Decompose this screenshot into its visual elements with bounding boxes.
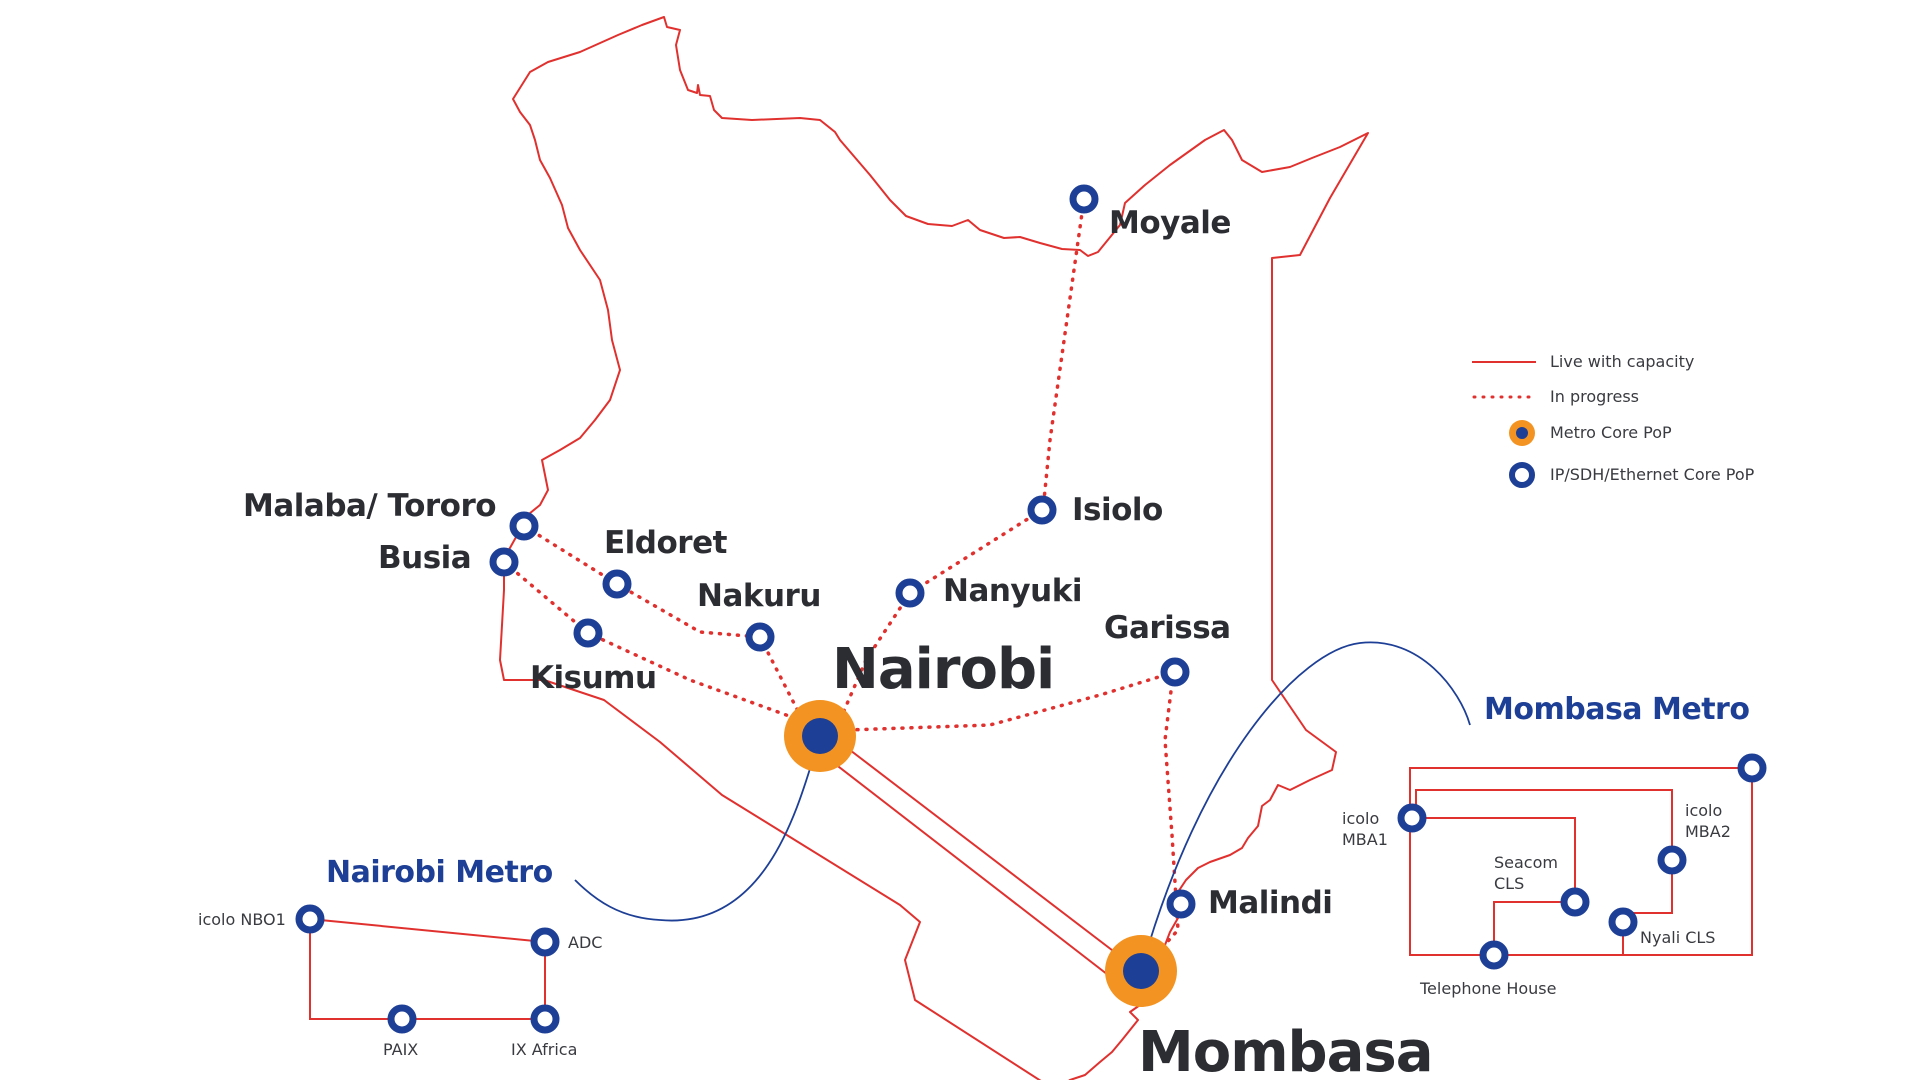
node-adc[interactable] — [530, 927, 560, 957]
label-paix: PAIX — [383, 1040, 419, 1059]
metro-pop-mombasa[interactable] — [1105, 935, 1177, 1007]
label-icolo-mba1: icolo MBA1 — [1342, 808, 1388, 850]
label-malindi: Malindi — [1208, 885, 1333, 921]
mombasa-metro-connector — [1140, 641, 1471, 972]
label-telephone-house: Telephone House — [1420, 979, 1557, 998]
label-nyali-cls: Nyali CLS — [1640, 928, 1716, 947]
label-nakuru: Nakuru — [697, 578, 821, 614]
legend-metro-inner — [1516, 427, 1528, 439]
label-moyale: Moyale — [1109, 205, 1231, 241]
pop-moyale[interactable] — [1069, 184, 1099, 214]
mombasa-metro-network — [1397, 753, 1767, 970]
label-mombasa: Mombasa — [1138, 1020, 1434, 1085]
label-nairobi: Nairobi — [832, 637, 1055, 702]
label-icolo-nbo1: icolo NBO1 — [198, 910, 286, 929]
legend-label-core-pop: IP/SDH/Ethernet Core PoP — [1550, 465, 1755, 484]
label-adc: ADC — [568, 933, 603, 952]
label-icolo-mba2-line2: MBA2 — [1685, 822, 1731, 841]
nairobi-metro-title: Nairobi Metro — [326, 855, 553, 890]
label-malaba: Malaba/ Tororo — [243, 488, 497, 524]
node-icolo-mba1[interactable] — [1397, 803, 1427, 833]
nairobi-metro-network — [295, 904, 560, 1034]
link-nairobi-mombasa-1 — [845, 746, 1126, 961]
label-kisumu: Kisumu — [530, 660, 657, 696]
core-pops — [489, 184, 1196, 919]
label-eldoret: Eldoret — [604, 525, 727, 561]
legend-label-in-progress: In progress — [1550, 387, 1640, 406]
label-isiolo: Isiolo — [1072, 492, 1163, 528]
mombasa-metro-title: Mombasa Metro — [1484, 692, 1750, 727]
pop-garissa[interactable] — [1160, 657, 1190, 687]
node-paix[interactable] — [387, 1004, 417, 1034]
legend-symbols — [1472, 361, 1538, 488]
node-seacom-cls[interactable] — [1560, 887, 1590, 917]
link-nairobi-mombasa-2 — [829, 759, 1113, 979]
node-telephone-house[interactable] — [1479, 940, 1509, 970]
label-garissa: Garissa — [1104, 610, 1231, 646]
label-seacom-line1: Seacom — [1494, 853, 1558, 872]
label-icolo-mba2-line1: icolo — [1685, 801, 1723, 820]
pop-isiolo[interactable] — [1027, 495, 1057, 525]
pop-nanyuki[interactable] — [895, 578, 925, 608]
label-ix-africa: IX Africa — [511, 1040, 578, 1059]
in-progress-links — [502, 197, 1180, 952]
node-ix-africa[interactable] — [530, 1004, 560, 1034]
label-icolo-mba2: icolo MBA2 — [1685, 800, 1731, 842]
pop-kisumu[interactable] — [573, 618, 603, 648]
label-icolo-mba1-line1: icolo — [1342, 809, 1380, 828]
pop-nakuru[interactable] — [745, 622, 775, 652]
legend-label-metro-core: Metro Core PoP — [1550, 423, 1672, 442]
pop-malaba[interactable] — [509, 511, 539, 541]
node-nyali-cls[interactable] — [1608, 907, 1638, 937]
label-icolo-mba1-line2: MBA1 — [1342, 830, 1388, 849]
legend-core-pop — [1509, 462, 1535, 488]
node-icolo-mba2[interactable] — [1657, 845, 1687, 875]
label-seacom-cls: Seacom CLS — [1494, 852, 1558, 894]
label-seacom-line2: CLS — [1494, 874, 1525, 893]
metro-pop-nairobi[interactable] — [784, 700, 856, 772]
node-top-right[interactable] — [1737, 753, 1767, 783]
pop-busia[interactable] — [489, 547, 519, 577]
legend-label-live: Live with capacity — [1550, 352, 1695, 371]
label-busia: Busia — [378, 540, 472, 576]
label-nanyuki: Nanyuki — [943, 573, 1082, 609]
nairobi-metro-connector — [574, 735, 821, 922]
pop-malindi[interactable] — [1166, 889, 1196, 919]
node-icolo-nbo1[interactable] — [295, 904, 325, 934]
pop-eldoret[interactable] — [602, 569, 632, 599]
